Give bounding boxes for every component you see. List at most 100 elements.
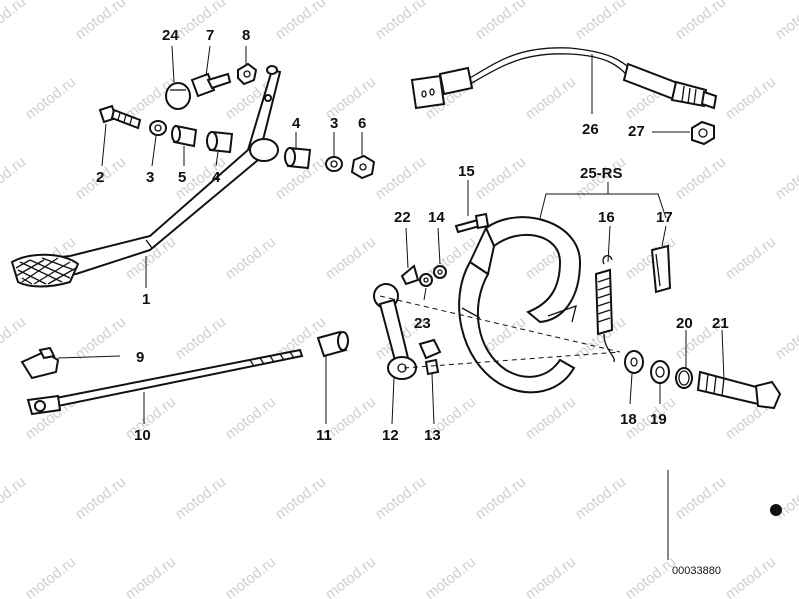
watermark-text: motod.ru xyxy=(72,473,129,523)
brake-pedal xyxy=(10,65,282,288)
watermark-text: motod.ru xyxy=(272,0,329,43)
bushing-4-left xyxy=(206,130,234,154)
callout-4-right: 4 xyxy=(292,115,301,132)
callout-3-right: 3 xyxy=(330,115,338,132)
callout-11: 11 xyxy=(316,427,332,444)
brake-shoes xyxy=(379,216,621,394)
shaft-bolt-2 xyxy=(98,104,142,130)
callout-17: 17 xyxy=(656,209,673,226)
watermark-text: motod.ru xyxy=(72,313,129,363)
brake-lever-12 xyxy=(373,283,417,380)
wing-nut-13 xyxy=(418,338,442,376)
washer-18 xyxy=(624,350,644,374)
adjuster-pin-9 xyxy=(20,346,60,380)
callout-7: 7 xyxy=(206,27,214,44)
callout-4-left: 4 xyxy=(212,169,221,186)
watermark-text: motod.ru xyxy=(322,233,379,283)
indicator-22 xyxy=(400,264,420,286)
watermark-text: motod.ru xyxy=(0,473,29,523)
watermark-text: motod.ru xyxy=(0,313,29,363)
nut-6 xyxy=(350,154,376,180)
callout-14: 14 xyxy=(428,209,445,226)
watermark-text: motod.ru xyxy=(522,553,579,599)
callout-26: 26 xyxy=(582,121,599,138)
watermark-text: motod.ru xyxy=(622,553,679,599)
watermark-text: motod.ru xyxy=(722,553,779,599)
callout-8: 8 xyxy=(242,27,250,44)
reference-dot xyxy=(770,504,782,516)
callout-5: 5 xyxy=(178,169,186,186)
watermark-text: motod.ru xyxy=(122,553,179,599)
callout-12: 12 xyxy=(382,427,399,444)
callout-labels: 24 7 8 2 3 5 4 4 3 6 1 9 10 11 12 13 22 … xyxy=(96,27,729,444)
reference-box: 00033880 xyxy=(667,470,782,577)
cam-shaft-21 xyxy=(696,370,782,410)
o-ring-20 xyxy=(675,367,693,389)
watermark-text: motod.ru xyxy=(672,0,729,43)
washer-14 xyxy=(433,265,447,279)
brake-light-switch xyxy=(410,47,718,110)
watermark-text: motod.ru xyxy=(372,0,429,43)
watermark-text: motod.ru xyxy=(572,473,629,523)
cap-24 xyxy=(165,82,191,110)
watermark-text: motod.ru xyxy=(222,553,279,599)
watermark-text: motod.ru xyxy=(172,0,229,43)
watermark-text: motod.ru xyxy=(472,153,529,203)
watermark-text: motod.ru xyxy=(372,153,429,203)
callout-16: 16 xyxy=(598,209,615,226)
watermark-text: motod.ru xyxy=(422,553,479,599)
watermark-text: motod.ru xyxy=(0,0,29,43)
watermark-text: motod.ru xyxy=(772,0,799,43)
callout-9: 9 xyxy=(136,349,144,366)
clip-17 xyxy=(650,244,672,294)
watermark-text: motod.ru xyxy=(772,153,799,203)
callout-25-rs: 25-RS xyxy=(580,165,623,182)
reference-code: 00033880 xyxy=(672,565,721,577)
callout-22: 22 xyxy=(394,209,411,226)
callout-24: 24 xyxy=(162,27,179,44)
watermark-text: motod.ru xyxy=(472,0,529,43)
leader-lines xyxy=(57,45,725,425)
screw-15 xyxy=(454,212,490,234)
bushing-5 xyxy=(171,124,198,148)
callout-6: 6 xyxy=(358,115,366,132)
return-spring-16 xyxy=(594,255,615,363)
washer-3-left xyxy=(149,120,167,136)
watermark-text: motod.ru xyxy=(172,313,229,363)
bolt-7 xyxy=(190,72,232,98)
watermark-text: motod.ru xyxy=(172,473,229,523)
watermark-text: motod.ru xyxy=(322,553,379,599)
watermark-text: motod.ru xyxy=(372,473,429,523)
spacer-19 xyxy=(650,360,670,384)
watermark-text: motod.ru xyxy=(522,73,579,123)
watermark-text: motod.ru xyxy=(272,473,329,523)
callout-27: 27 xyxy=(628,123,645,140)
callout-15: 15 xyxy=(458,163,475,180)
callout-3-left: 3 xyxy=(146,169,154,186)
connector-11 xyxy=(316,330,349,358)
callout-23: 23 xyxy=(414,315,431,332)
watermark-text: motod.ru xyxy=(22,73,79,123)
watermark-text: motod.ru xyxy=(472,473,529,523)
watermark-text: motod.ru xyxy=(722,73,779,123)
watermark-text: motod.ru xyxy=(22,553,79,599)
bushing-4-right xyxy=(284,146,312,170)
callout-1: 1 xyxy=(142,291,150,308)
watermark-text: motod.ru xyxy=(222,233,279,283)
washer-23 xyxy=(419,273,433,287)
nut-27 xyxy=(691,120,715,146)
brake-rod xyxy=(26,348,304,416)
watermark-text: motod.ru xyxy=(72,0,129,43)
callout-10: 10 xyxy=(134,427,151,444)
callout-21: 21 xyxy=(712,315,729,332)
watermark-text: motod.ru xyxy=(672,473,729,523)
callout-13: 13 xyxy=(424,427,441,444)
callout-19: 19 xyxy=(650,411,667,428)
nut-8 xyxy=(237,62,258,86)
watermark-text: motod.ru xyxy=(772,313,799,363)
watermark-text: motod.ru xyxy=(622,233,679,283)
washer-3-right xyxy=(325,156,343,172)
watermark-text: motod.ru xyxy=(522,393,579,443)
watermark-text: motod.ru xyxy=(0,153,29,203)
